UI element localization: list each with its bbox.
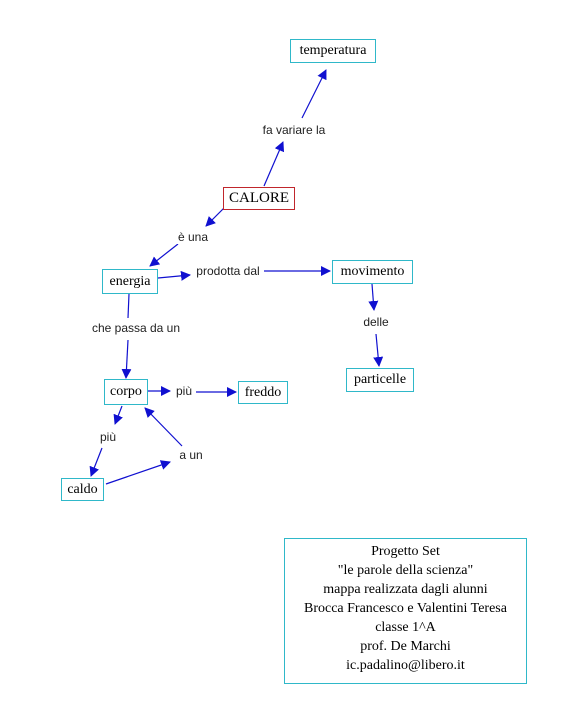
concept-movimento: movimento (332, 260, 413, 284)
link-energia-to-prodotta-dal (157, 270, 191, 281)
linkword-piu-freddo: più (174, 384, 194, 398)
link-fa-variare-to-temperatura (301, 69, 327, 119)
credits-line-teacher: prof. De Marchi (360, 639, 451, 654)
link-movimento-to-delle (368, 283, 379, 311)
linkword-fa-variare-la: fa variare la (261, 123, 327, 137)
linkword-prodotta-dal: prodotta dal (195, 264, 261, 278)
link-che-passa-to-corpo (121, 339, 132, 379)
linkword-che-passa-da-un: che passa da un (90, 321, 182, 335)
concept-particelle: particelle (346, 368, 414, 392)
linkword-a-un: a un (178, 448, 204, 462)
link-delle-to-particelle (373, 333, 384, 367)
credits-box: Progetto Set "le parole della scienza" m… (284, 538, 527, 684)
link-caldo-to-a-un (105, 460, 171, 485)
credits-line-email: ic.padalino@libero.it (346, 658, 465, 673)
linkword-e-una: è una (176, 230, 210, 244)
link-calore-to-fa-variare (263, 141, 285, 187)
linkword-piu-caldo: più (98, 430, 118, 444)
link-energia-to-che-passa (127, 293, 130, 319)
link-calore-to-e-una (205, 207, 225, 227)
link-piu-to-caldo (89, 447, 103, 477)
concept-caldo: caldo (61, 478, 104, 501)
credits-line-subtitle: "le parole della scienza" (337, 563, 474, 578)
concept-freddo: freddo (238, 381, 288, 404)
link-a-un-to-corpo (144, 407, 183, 447)
credits-line-project: Progetto Set (371, 544, 440, 559)
concept-calore: CALORE (223, 187, 295, 210)
credits-line-made-by: mappa realizzata dagli alunni (323, 582, 488, 597)
link-e-una-to-energia (149, 243, 179, 267)
linkword-delle: delle (362, 315, 390, 329)
concept-temperatura: temperatura (290, 39, 376, 63)
credits-line-students: Brocca Francesco e Valentini Teresa (304, 601, 507, 616)
concept-corpo: corpo (104, 379, 148, 405)
concept-energia: energia (102, 269, 158, 294)
credits-line-class: classe 1^A (375, 620, 436, 635)
link-corpo-to-piu-caldo (113, 405, 123, 425)
